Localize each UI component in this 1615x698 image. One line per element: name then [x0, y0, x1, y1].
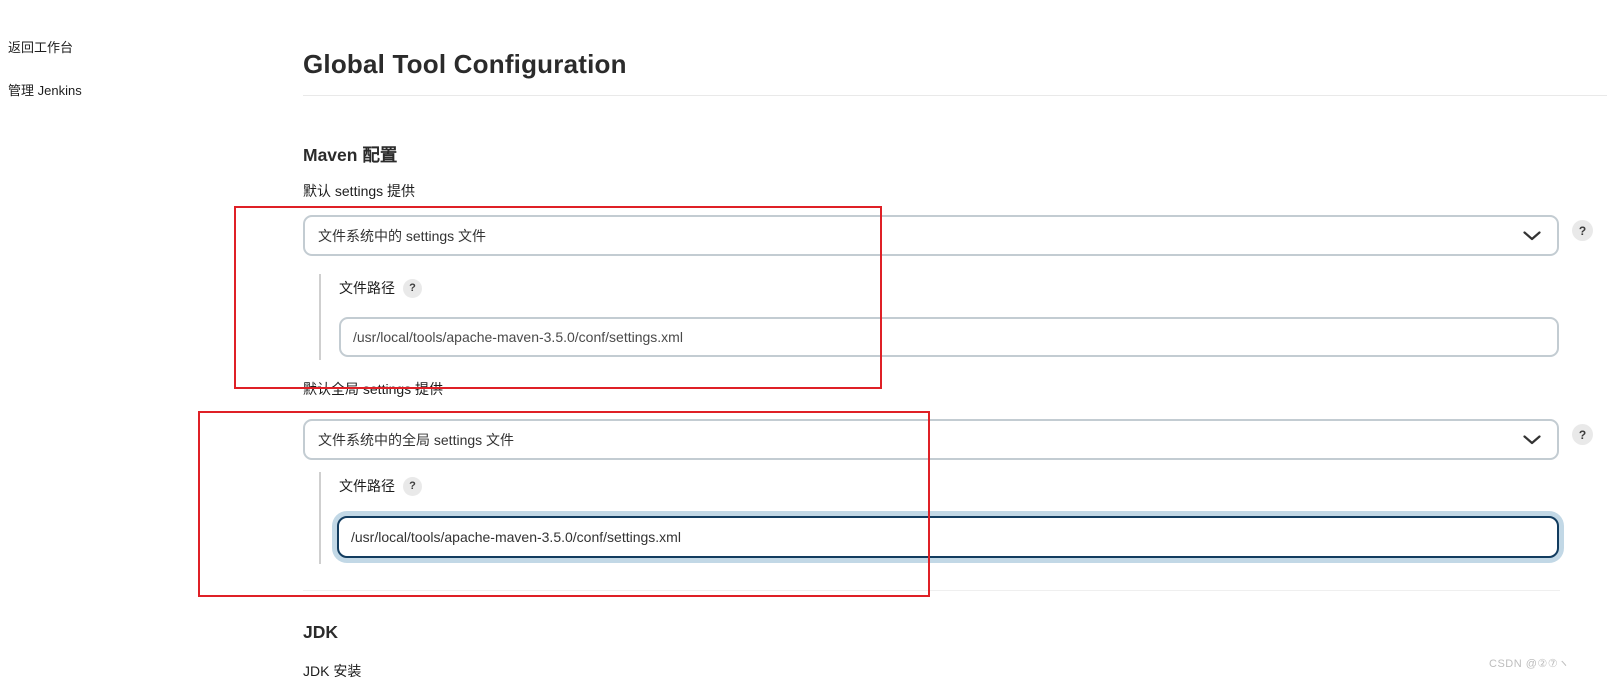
global-settings-filepath-group: 文件路径 ? — [319, 472, 1559, 564]
filepath-label: 文件路径 — [339, 280, 395, 296]
section-divider — [303, 590, 1560, 591]
default-settings-filepath-input[interactable] — [339, 317, 1559, 357]
default-settings-select[interactable]: 文件系统中的 settings 文件 — [303, 215, 1559, 256]
default-settings-help-icon[interactable]: ? — [1572, 220, 1593, 241]
jdk-install-label: JDK 安装 — [303, 663, 362, 679]
global-settings-help-icon[interactable]: ? — [1572, 424, 1593, 445]
default-settings-filepath-group: 文件路径 ? — [319, 274, 1559, 360]
global-settings-selected-option: 文件系统中的全局 settings 文件 — [318, 431, 515, 448]
filepath-help-icon[interactable]: ? — [403, 476, 422, 496]
global-settings-select[interactable]: 文件系统中的全局 settings 文件 — [303, 419, 1559, 460]
chevron-down-icon — [1523, 434, 1541, 445]
global-settings-filepath-input-focused[interactable] — [337, 516, 1559, 558]
sidebar-item-manage-jenkins[interactable]: 管理 Jenkins — [8, 83, 82, 98]
filepath-help-icon[interactable]: ? — [403, 278, 422, 298]
chevron-down-icon — [1523, 230, 1541, 241]
header-divider — [303, 95, 1607, 96]
global-settings-label: 默认全局 settings 提供 — [303, 381, 444, 397]
maven-section-heading: Maven 配置 — [303, 144, 398, 165]
jdk-section-heading: JDK — [303, 621, 339, 642]
filepath-label: 文件路径 — [339, 478, 395, 494]
page-title: Global Tool Configuration — [303, 49, 627, 80]
default-settings-label: 默认 settings 提供 — [303, 183, 416, 199]
csdn-watermark: CSDN @②⑦ヽ — [1489, 658, 1570, 670]
default-settings-selected-option: 文件系统中的 settings 文件 — [318, 227, 487, 244]
sidebar-item-back-to-dashboard[interactable]: 返回工作台 — [8, 40, 74, 55]
